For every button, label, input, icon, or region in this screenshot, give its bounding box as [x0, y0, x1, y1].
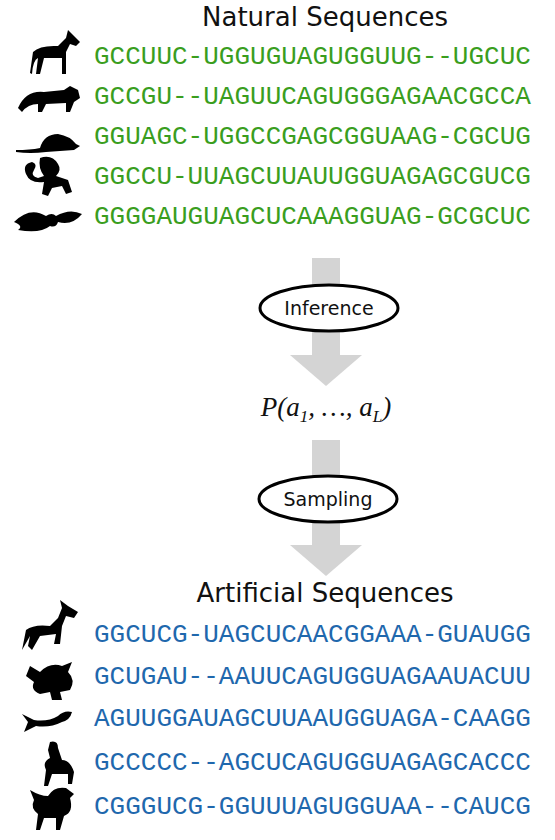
- artificial-sequence: GCCCCC--AGCUCAGUGGUAGAGCACCC: [94, 748, 531, 778]
- section-heading: Artificial Sequences: [196, 578, 453, 608]
- formula-part: ): [382, 392, 391, 422]
- node-label: Inference: [284, 297, 373, 319]
- ellipse-node: Sampling: [257, 474, 399, 524]
- node-label: Sampling: [284, 488, 373, 510]
- ellipse-node: Inference: [258, 283, 400, 333]
- artificial-sequence: CGGGUCG-GGUUUAGUGGUAA--CAUCG: [94, 792, 531, 822]
- artificial-sequence: GCUGAU--AAUUCAGUGGUAGAAUACUU: [94, 662, 531, 692]
- natural-sequence: GCCGU--UAGUUCAGUGGGAGAACGCCA: [94, 82, 531, 112]
- section-heading: Natural Sequences: [202, 2, 448, 32]
- natural-sequence: GGUAGC-UGGCCGAGCGGUAAG-CGCUG: [94, 122, 531, 152]
- artificial-sequence: AGUUGGAUAGCUUAAUGGUAGA-CAAGG: [94, 704, 531, 734]
- natural-sequence: GCCUUC-UGGUGUAGUGGUUG--UGCUC: [94, 42, 531, 72]
- formula-part: P(a: [261, 392, 300, 422]
- natural-sequence: GGGGAUGUAGCUCAAAGGUAG-GCGCUC: [94, 202, 531, 232]
- formula-part: , …, a: [308, 392, 373, 422]
- formula-subscript: L: [373, 407, 382, 426]
- natural-sequence: GGCCU-UUAGCUUAUUGGUAGAGCGUCG: [94, 162, 531, 192]
- artificial-sequence: GGCUCG-UAGCUCAACGGAAA-GUAUGG: [94, 620, 531, 650]
- formula-subscript: 1: [300, 407, 309, 426]
- probability-formula: P(a1, …, aL): [261, 392, 391, 427]
